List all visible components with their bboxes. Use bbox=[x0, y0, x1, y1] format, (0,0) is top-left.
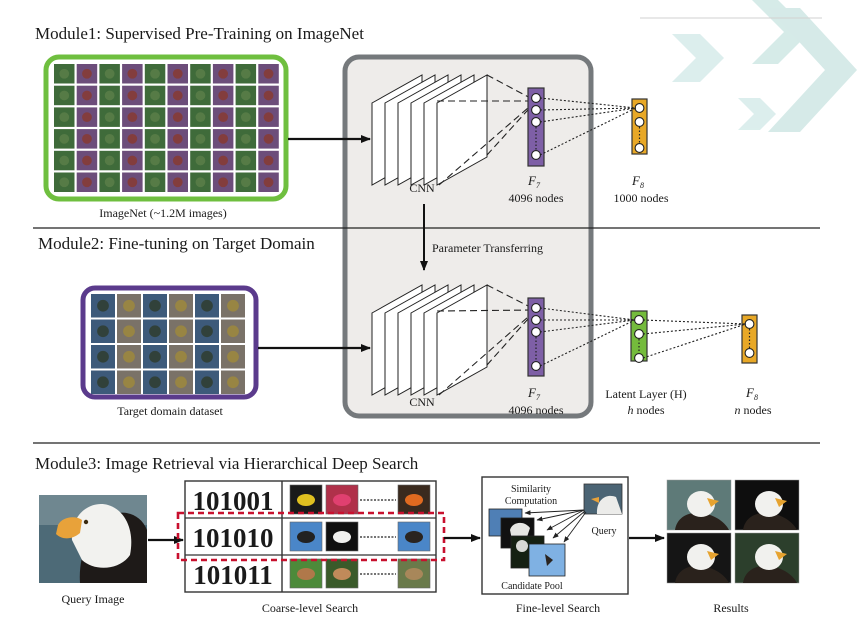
connection bbox=[539, 107, 637, 123]
feature-map bbox=[436, 74, 488, 186]
f7-layer-module1 bbox=[527, 87, 545, 167]
results-caption: Results bbox=[713, 601, 749, 615]
result-image bbox=[734, 532, 800, 584]
connection bbox=[642, 323, 747, 335]
f7-label-module2: F7 bbox=[527, 385, 541, 402]
cnn-stack-module1 bbox=[371, 74, 537, 186]
fine-level-search-box: Similarity Computation Query Candidate P… bbox=[481, 476, 629, 595]
result-image bbox=[666, 479, 732, 531]
f7-nodes-module1: 4096 nodes bbox=[509, 191, 564, 205]
neuron-node bbox=[634, 353, 644, 363]
connection bbox=[539, 107, 637, 111]
connection bbox=[642, 319, 747, 325]
connection bbox=[642, 323, 747, 359]
result-image bbox=[734, 479, 800, 531]
similarity-label-line1: Similarity bbox=[511, 484, 551, 495]
latent-layer-label: Latent Layer (H) bbox=[605, 387, 686, 401]
latent-nodes-label: h nodes bbox=[628, 403, 665, 417]
f8-nodes-module1: 1000 nodes bbox=[614, 191, 669, 205]
f7-nodes-module2: 4096 nodes bbox=[509, 403, 564, 417]
f8-label-module1: F8 bbox=[631, 173, 644, 190]
neuron-node bbox=[634, 103, 645, 113]
neuron-node bbox=[531, 117, 541, 127]
f7-label-module1: F7 bbox=[527, 173, 541, 190]
neuron-node bbox=[531, 303, 541, 313]
cnn-label-module1: CNN bbox=[409, 181, 435, 195]
f8-label-module2: F8 bbox=[745, 385, 758, 402]
connection bbox=[539, 107, 637, 156]
candidate-pool-label: Candidate Pool bbox=[501, 581, 563, 592]
module1-title: Module1: Supervised Pre-Training on Imag… bbox=[35, 24, 364, 43]
imagenet-thumbnail-grid bbox=[54, 64, 279, 192]
f8-layer-module1 bbox=[539, 97, 648, 156]
target-thumbnail-grid bbox=[91, 294, 245, 394]
watermark-chevrons bbox=[640, 0, 857, 132]
f8-nodes-module2: n nodes bbox=[735, 403, 772, 417]
module3-title: Module3: Image Retrieval via Hierarchica… bbox=[35, 454, 419, 473]
target-domain-caption: Target domain dataset bbox=[117, 404, 223, 418]
hash-code: 101011 bbox=[193, 560, 273, 590]
fine-search-caption: Fine-level Search bbox=[516, 601, 600, 615]
query-image bbox=[39, 495, 147, 583]
connection bbox=[539, 319, 636, 367]
target-domain-dataset bbox=[80, 285, 259, 400]
neuron-node bbox=[531, 315, 541, 325]
hash-bucket-row: 101011 bbox=[193, 558, 431, 590]
neuron-node bbox=[634, 143, 645, 153]
imagenet-caption: ImageNet (~1.2M images) bbox=[99, 206, 226, 220]
coarse-level-table: 101001 101010 101011 bbox=[184, 480, 437, 593]
coarse-search-caption: Coarse-level Search bbox=[262, 601, 358, 615]
neuron-node bbox=[531, 361, 541, 371]
module2-title: Module2: Fine-tuning on Target Domain bbox=[38, 234, 315, 253]
neuron-node bbox=[531, 327, 541, 337]
latent-layer bbox=[539, 307, 648, 367]
connection bbox=[539, 97, 637, 109]
similarity-label-line2: Computation bbox=[505, 496, 557, 507]
hash-code: 101010 bbox=[193, 523, 274, 553]
neuron-node bbox=[634, 315, 644, 325]
query-image-caption: Query Image bbox=[62, 592, 125, 606]
imagenet-dataset bbox=[43, 54, 289, 202]
feature-map bbox=[436, 284, 488, 396]
neuron-node bbox=[634, 329, 644, 339]
neuron-node bbox=[744, 348, 755, 358]
fine-query-label: Query bbox=[592, 526, 617, 537]
f7-layer-module2 bbox=[527, 297, 545, 377]
selected-bucket-highlight bbox=[176, 511, 446, 562]
hash-bucket-row: 101001 bbox=[193, 484, 431, 516]
results-grid bbox=[666, 479, 800, 584]
neuron-node bbox=[531, 150, 541, 160]
connection bbox=[436, 309, 537, 312]
hash-code: 101001 bbox=[193, 486, 274, 516]
result-image bbox=[666, 532, 732, 584]
f8-layer-module2 bbox=[642, 314, 758, 364]
parameter-transfer-label: Parameter Transferring bbox=[432, 241, 543, 255]
neuron-node bbox=[531, 93, 541, 103]
neuron-node bbox=[531, 105, 541, 115]
hash-bucket-row: 101010 bbox=[193, 521, 431, 553]
cnn-stack-module2 bbox=[371, 284, 537, 396]
neuron-node bbox=[744, 319, 755, 329]
neuron-node bbox=[634, 117, 645, 127]
cnn-label-module2: CNN bbox=[409, 395, 435, 409]
